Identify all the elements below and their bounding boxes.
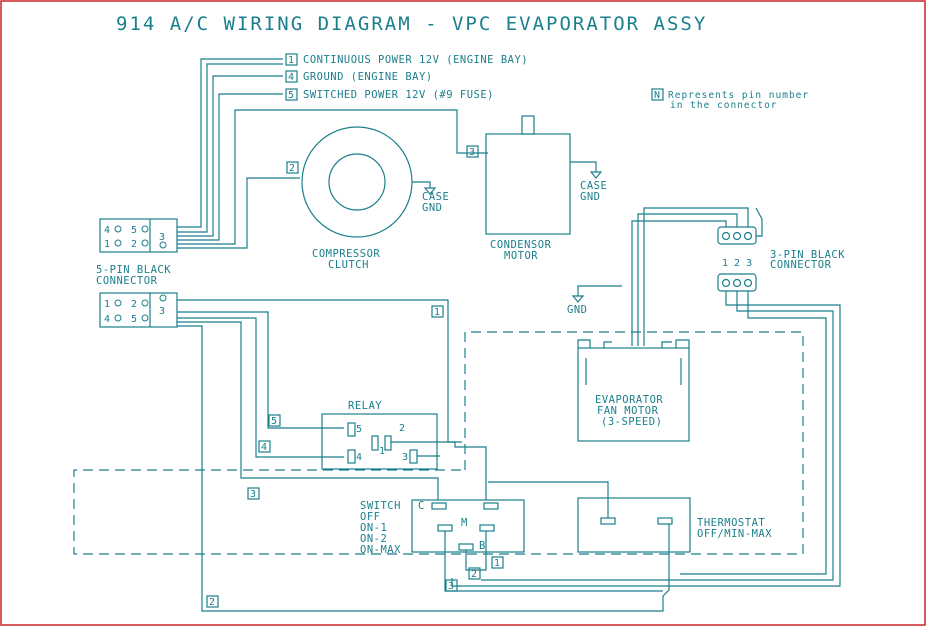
- wire-legend-5: [177, 93, 283, 241]
- switch-label-m: M: [461, 517, 468, 529]
- switch-terminal-top-right: [483, 502, 499, 510]
- thermostat-body: [577, 497, 691, 553]
- relay-label: RELAY: [348, 400, 382, 412]
- condensor-gnd-2: GND: [580, 191, 600, 203]
- evap-fan-label-2: FAN MOTOR: [597, 405, 659, 417]
- bottom-conn-pin-4: 4: [104, 314, 110, 325]
- wire-legend-4b: [177, 75, 283, 237]
- bottom-conn-pin-5: 5: [131, 314, 137, 325]
- relay-terminal-2: 2: [399, 423, 405, 434]
- switch-terminal-m-left: [437, 524, 453, 532]
- evap-fan-label-3: (3-SPEED): [601, 416, 662, 428]
- compressor-clutch-inner: [328, 153, 386, 211]
- condensor-motor-body: [485, 133, 571, 235]
- condensor-gnd-1: CASE: [580, 180, 607, 192]
- five-pin-label-2: CONNECTOR: [96, 275, 158, 287]
- evaporator-fan-motor: [577, 347, 690, 442]
- legend-continuous-power: CONTINUOUS POWER 12V (ENGINE BAY): [303, 54, 528, 66]
- switch-pos-onmax: ON-MAX: [360, 544, 401, 556]
- bottom-conn-pin-1: 1: [104, 299, 110, 310]
- switch-title: SWITCH: [360, 500, 401, 512]
- top-conn-pin-5: 5: [131, 225, 137, 236]
- thermostat-label-1: THERMOSTAT: [697, 517, 765, 529]
- three-pin-numbers: 1 2 3: [722, 258, 752, 269]
- compressor-gnd-1: CASE: [422, 191, 449, 203]
- wire-legend-1: [177, 58, 283, 228]
- wire-to-compressor: [177, 177, 300, 249]
- switch-terminal-b: [458, 543, 474, 551]
- three-pin-wire-1-box: 1: [434, 307, 440, 318]
- top-conn-pin-3: 3: [159, 232, 165, 243]
- switch-terminal-c: [431, 502, 447, 510]
- three-pin-lower: [717, 273, 757, 292]
- switch-pos-on1: ON-1: [360, 522, 387, 534]
- thermostat-label-2: OFF/MIN-MAX: [697, 528, 772, 540]
- legend-pin-5: 5: [288, 90, 294, 101]
- relay-terminal-1: 1: [379, 446, 385, 457]
- top-conn-pin-2: 2: [131, 239, 137, 250]
- wire-pin-3-box: 3: [250, 489, 256, 500]
- switch-label-b: B: [479, 540, 486, 552]
- bottom-conn-pin-3: 3: [159, 306, 165, 317]
- wire-legend-4: [177, 63, 283, 233]
- legend-note-box: N: [654, 90, 660, 101]
- legend-pin-1: 1: [288, 55, 294, 66]
- switch-pin-1: 1: [494, 558, 500, 569]
- five-pin-label-1: 5-PIN BLACK: [96, 264, 171, 276]
- relay-terminal-3: 3: [402, 452, 408, 463]
- switch-terminal-m-right: [479, 524, 495, 532]
- relay-terminal-4: 4: [356, 452, 362, 463]
- legend-note-line2: in the connector: [670, 100, 778, 111]
- wire-pin-5-box: 5: [271, 416, 277, 427]
- diagram-title: 914 A/C WIRING DIAGRAM - VPC EVAPORATOR …: [116, 13, 707, 35]
- top-conn-pin-1: 1: [104, 239, 110, 250]
- condensor-pin: 3: [469, 147, 475, 158]
- three-pin-label-2: CONNECTOR: [770, 259, 832, 271]
- wire-pin-4-box: 4: [261, 442, 267, 453]
- evap-gnd-label: GND: [567, 304, 587, 316]
- switch-pin-3: 3: [448, 581, 454, 592]
- switch-pin-2: 2: [471, 569, 477, 580]
- switch-body: [411, 499, 525, 553]
- relay-terminal-5: 5: [356, 424, 362, 435]
- five-pin-top-body: [99, 218, 178, 253]
- switch-pos-on2: ON-2: [360, 533, 387, 545]
- bottom-conn-pin-2: 2: [131, 299, 137, 310]
- legend-ground: GROUND (ENGINE BAY): [303, 71, 433, 83]
- five-pin-bottom-body: [99, 292, 178, 328]
- three-pin-upper: [717, 226, 757, 245]
- wire-to-condensor: [177, 109, 488, 245]
- wire-pin-2-box: 2: [209, 597, 215, 608]
- condensor-label-1: CONDENSOR: [490, 239, 552, 251]
- compressor-label-1: COMPRESSOR: [312, 248, 380, 260]
- three-pin-label-1: 3-PIN BLACK: [770, 249, 845, 261]
- condensor-label-2: MOTOR: [504, 250, 538, 262]
- compressor-label-2: CLUTCH: [328, 259, 369, 271]
- evap-fan-label-1: EVAPORATOR: [595, 394, 663, 406]
- compressor-gnd-2: GND: [422, 202, 442, 214]
- legend-pin-4: 4: [288, 72, 294, 83]
- legend-switched-power: SWITCHED POWER 12V (#9 FUSE): [303, 89, 494, 101]
- compressor-clutch-outer: [301, 126, 413, 238]
- top-conn-pin-4: 4: [104, 225, 110, 236]
- switch-pos-off: OFF: [360, 511, 380, 523]
- compressor-pin: 2: [289, 163, 295, 174]
- switch-label-c: C: [418, 500, 425, 512]
- vpc-evaporator-assembly-outline: [73, 331, 804, 555]
- legend-note-line1: Represents pin number: [668, 90, 809, 101]
